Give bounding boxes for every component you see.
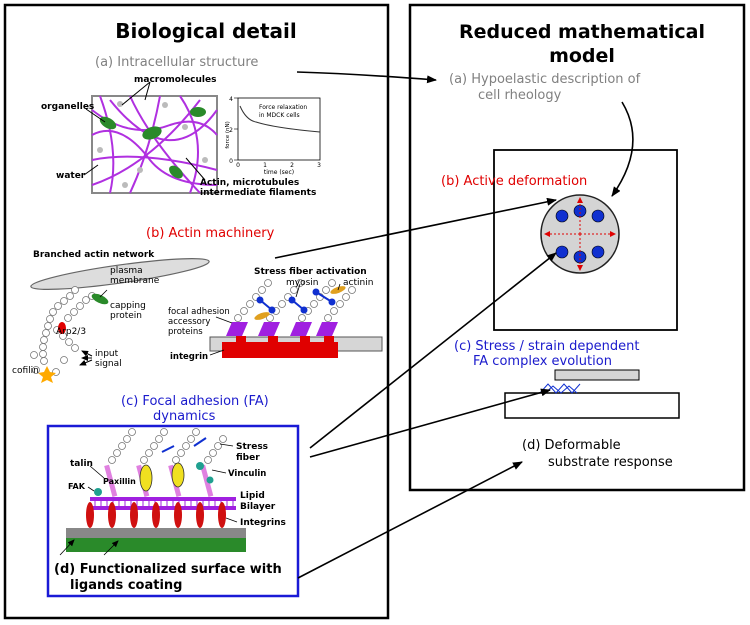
label-capping-2: protein (110, 311, 142, 321)
label-model-c-1: (c) Stress / strain dependent (454, 339, 640, 354)
cell-model-circle (540, 194, 620, 274)
label-a-intracellular: (a) Intracellular structure (95, 55, 258, 70)
inset-ylabel: force (nN) (225, 121, 231, 149)
inset-xtick-3: 3 (317, 162, 321, 169)
inset-xtick-0: 0 (236, 162, 240, 169)
label-model-b: (b) Active deformation (441, 174, 587, 189)
label-d-surface-2: ligands coating (70, 578, 182, 593)
left-panel-title: Biological detail (115, 19, 296, 43)
label-integrin: integrin (170, 352, 208, 362)
label-model-c-2: FA complex evolution (473, 354, 612, 369)
label-stress-fiber-activation: Stress fiber activation (254, 267, 367, 277)
stress-fiber-illustration (209, 279, 383, 358)
label-fa-accessory-3: proteins (168, 327, 203, 337)
inset-xtick-1: 1 (263, 162, 267, 169)
label-plasma-2: membrane (110, 276, 160, 286)
label-lipid-2: Bilayer (240, 502, 276, 512)
label-c-fa-2: dynamics (153, 409, 216, 424)
connector-arrows (274, 71, 634, 579)
label-c-fa-1: (c) Focal adhesion (FA) (121, 394, 269, 409)
label-fak: FAK (68, 482, 86, 491)
label-model-a-1: (a) Hypoelastic description of (449, 72, 641, 87)
right-panel-frame (408, 3, 746, 492)
inset-xlabel: time (sec) (264, 169, 294, 176)
label-water: water (56, 171, 86, 181)
label-vinculin: Vinculin (228, 469, 266, 479)
label-input-1: input (95, 349, 119, 359)
left-panel-frame (3, 3, 390, 620)
inset-ytick-2: 2 (229, 127, 233, 134)
label-filaments-1: Actin, microtubules (200, 178, 299, 188)
label-stress-fiber-2: fiber (236, 453, 260, 463)
label-organelles: organelles (41, 102, 94, 112)
label-filaments-2: intermediate filaments (200, 188, 316, 198)
label-cofilin: cofilin (12, 366, 39, 376)
cytoskeleton-illustration (83, 81, 218, 194)
label-capping-1: capping (110, 301, 146, 311)
label-input-2: signal (95, 359, 122, 369)
inset-xtick-2: 2 (290, 162, 294, 169)
label-plasma-1: plasma (110, 266, 143, 276)
label-integrins: Integrins (240, 518, 286, 528)
label-branched-network: Branched actin network (33, 250, 155, 260)
inset-title-2: in MDCK cells (259, 112, 300, 119)
label-lipid-1: Lipid (240, 491, 265, 501)
label-macromolecules: macromolecules (134, 75, 216, 85)
active-deformation-frame (493, 149, 678, 331)
label-actinin: actinin (343, 278, 373, 288)
label-model-d-2: substrate response (548, 455, 673, 470)
focal-adhesion-illustration (59, 428, 246, 556)
inset-title-1: Force relaxation (259, 104, 307, 111)
label-model-a-2: cell rheology (478, 88, 562, 103)
right-panel-title-2: model (549, 45, 615, 67)
label-stress-fiber-1: Stress (236, 442, 268, 452)
label-myosin: myosin (286, 278, 319, 288)
label-fa-accessory-2: accessory (168, 317, 210, 327)
fa-dynamics-frame (46, 424, 300, 598)
force-relaxation-inset (234, 97, 321, 161)
label-paxillin: Paxillin (103, 477, 136, 486)
right-panel-title-1: Reduced mathematical (459, 21, 705, 43)
label-arp23: Arp2/3 (56, 327, 86, 337)
branched-actin-illustration (30, 258, 210, 383)
label-b-actin-machinery: (b) Actin machinery (146, 226, 275, 241)
inset-ytick-0: 0 (229, 158, 233, 165)
fa-model-illustration (504, 369, 680, 419)
inset-ytick-4: 4 (229, 96, 233, 103)
label-model-d-1: (d) Deformable (522, 438, 621, 453)
label-talin: talin (70, 459, 93, 469)
label-fa-accessory-1: focal adhesion (168, 307, 230, 317)
label-d-surface-1: (d) Functionalized surface with (54, 562, 282, 577)
